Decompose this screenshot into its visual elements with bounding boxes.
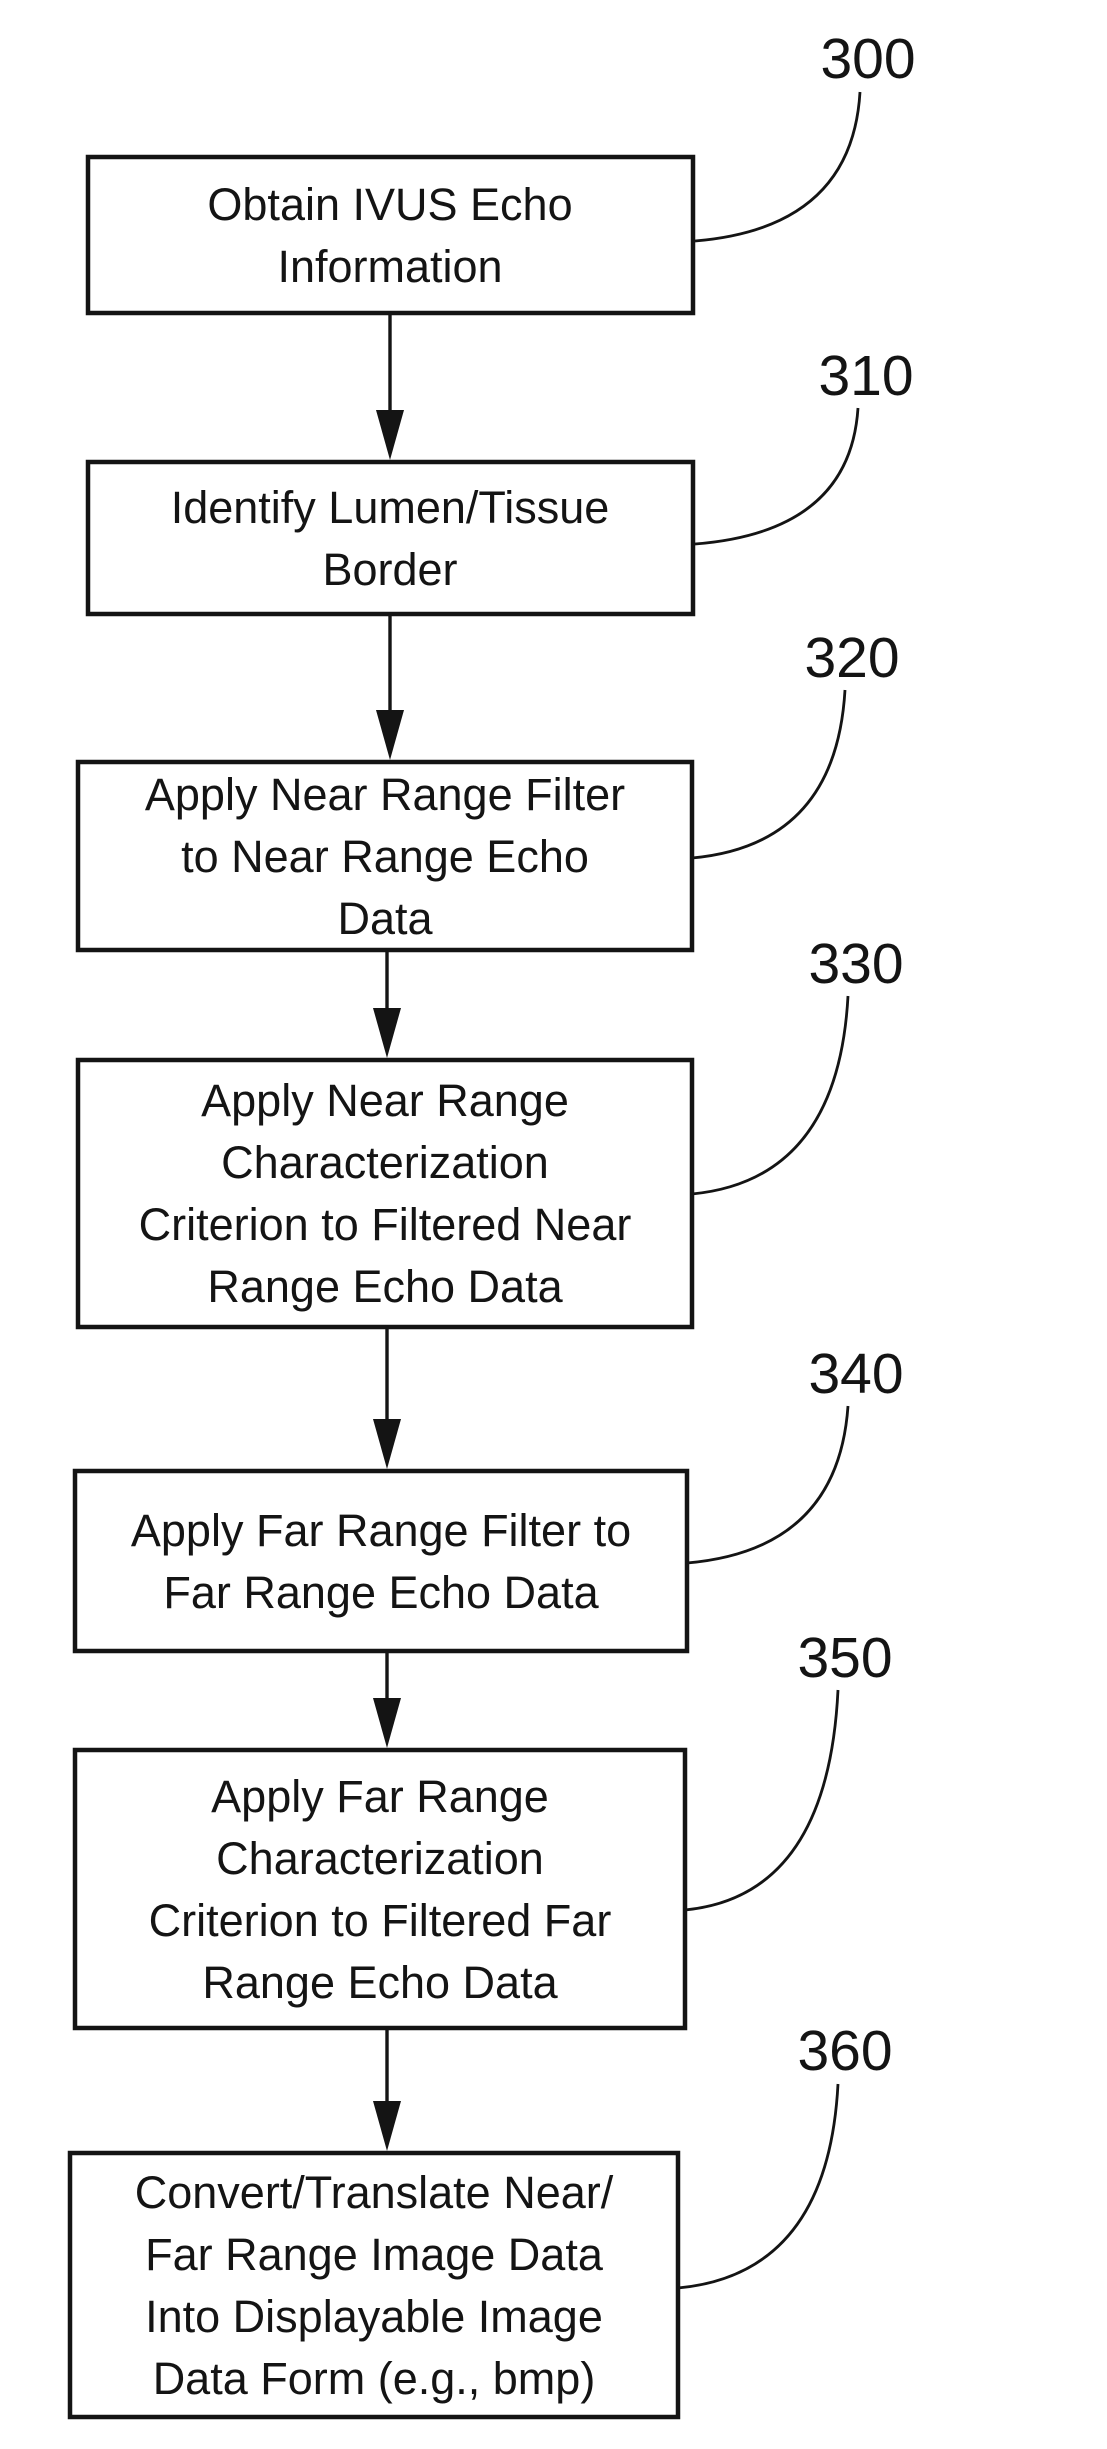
- flow-arrow: [373, 952, 401, 1058]
- step-rect: [85, 459, 696, 617]
- step-text-line: Range Echo Data: [202, 1957, 558, 2008]
- arrowhead-icon: [376, 710, 404, 760]
- flow-arrow: [376, 616, 404, 760]
- arrowhead-icon: [376, 410, 404, 460]
- step-text-line: Apply Near Range: [201, 1075, 569, 1126]
- step-text-line: Data Form (e.g., bmp): [153, 2353, 596, 2404]
- leader-line: [691, 995, 850, 1196]
- step-rect: [67, 2150, 681, 2420]
- flow-step-330: Apply Near Range Characterization Criter…: [75, 932, 904, 1330]
- flow-step-350: Apply Far Range Characterization Criteri…: [72, 1626, 893, 2031]
- arrowhead-icon: [373, 1008, 401, 1058]
- step-text-line: Characterization: [221, 1137, 549, 1188]
- step-text-line: Apply Far Range: [211, 1771, 549, 1822]
- step-text-line: Information: [277, 241, 502, 292]
- step-rect: [72, 1468, 690, 1654]
- step-text-line: Criterion to Filtered Far: [149, 1895, 612, 1946]
- step-rect: [85, 154, 696, 316]
- step-text-line: Far Range Image Data: [145, 2229, 604, 2280]
- leader-line: [684, 1689, 840, 1912]
- step-text-line: Data: [337, 893, 433, 944]
- step-text-line: Far Range Echo Data: [163, 1567, 599, 1618]
- step-text-line: Convert/Translate Near/: [135, 2167, 614, 2218]
- step-ref-number: 310: [818, 344, 913, 408]
- flow-arrow: [376, 315, 404, 460]
- step-ref-number: 340: [808, 1342, 903, 1406]
- step-text-line: Apply Near Range Filter: [145, 769, 625, 820]
- step-ref-number: 320: [804, 626, 899, 690]
- leader-line: [677, 2083, 840, 2290]
- step-ref-number: 330: [808, 932, 903, 996]
- step-text-line: Into Displayable Image: [145, 2291, 603, 2342]
- flow-step-310: Identify Lumen/Tissue Border 310: [85, 344, 914, 617]
- step-text-line: to Near Range Echo: [181, 831, 589, 882]
- step-rect: [75, 1057, 695, 1330]
- flow-step-340: Apply Far Range Filter to Far Range Echo…: [72, 1342, 904, 1654]
- step-text-line: Apply Far Range Filter to: [131, 1505, 631, 1556]
- arrowhead-icon: [373, 1698, 401, 1748]
- step-rect: [72, 1747, 688, 2031]
- step-text-line: Criterion to Filtered Near: [139, 1199, 632, 1250]
- step-ref-number: 300: [820, 27, 915, 91]
- flow-arrow: [373, 1329, 401, 1469]
- leader-line: [686, 1405, 850, 1565]
- leader-line: [691, 689, 847, 860]
- leader-line: [694, 407, 860, 546]
- arrowhead-icon: [373, 2101, 401, 2151]
- step-rect: [75, 759, 695, 953]
- step-text-line: Border: [322, 544, 457, 595]
- flow-arrow: [373, 1653, 401, 1748]
- step-text-line: Identify Lumen/Tissue: [171, 482, 610, 533]
- flow-step-360: Convert/Translate Near/ Far Range Image …: [67, 2019, 893, 2420]
- flow-step-320: Apply Near Range Filter to Near Range Ec…: [75, 626, 900, 953]
- flow-step-300: Obtain IVUS Echo Information 300: [85, 27, 916, 316]
- step-text-line: Obtain IVUS Echo: [207, 179, 572, 230]
- arrowhead-icon: [373, 1419, 401, 1469]
- step-ref-number: 350: [797, 1626, 892, 1690]
- step-text-line: Characterization: [216, 1833, 544, 1884]
- leader-line: [694, 91, 862, 243]
- flow-arrow: [373, 2030, 401, 2151]
- step-ref-number: 360: [797, 2019, 892, 2083]
- step-text-line: Range Echo Data: [207, 1261, 563, 1312]
